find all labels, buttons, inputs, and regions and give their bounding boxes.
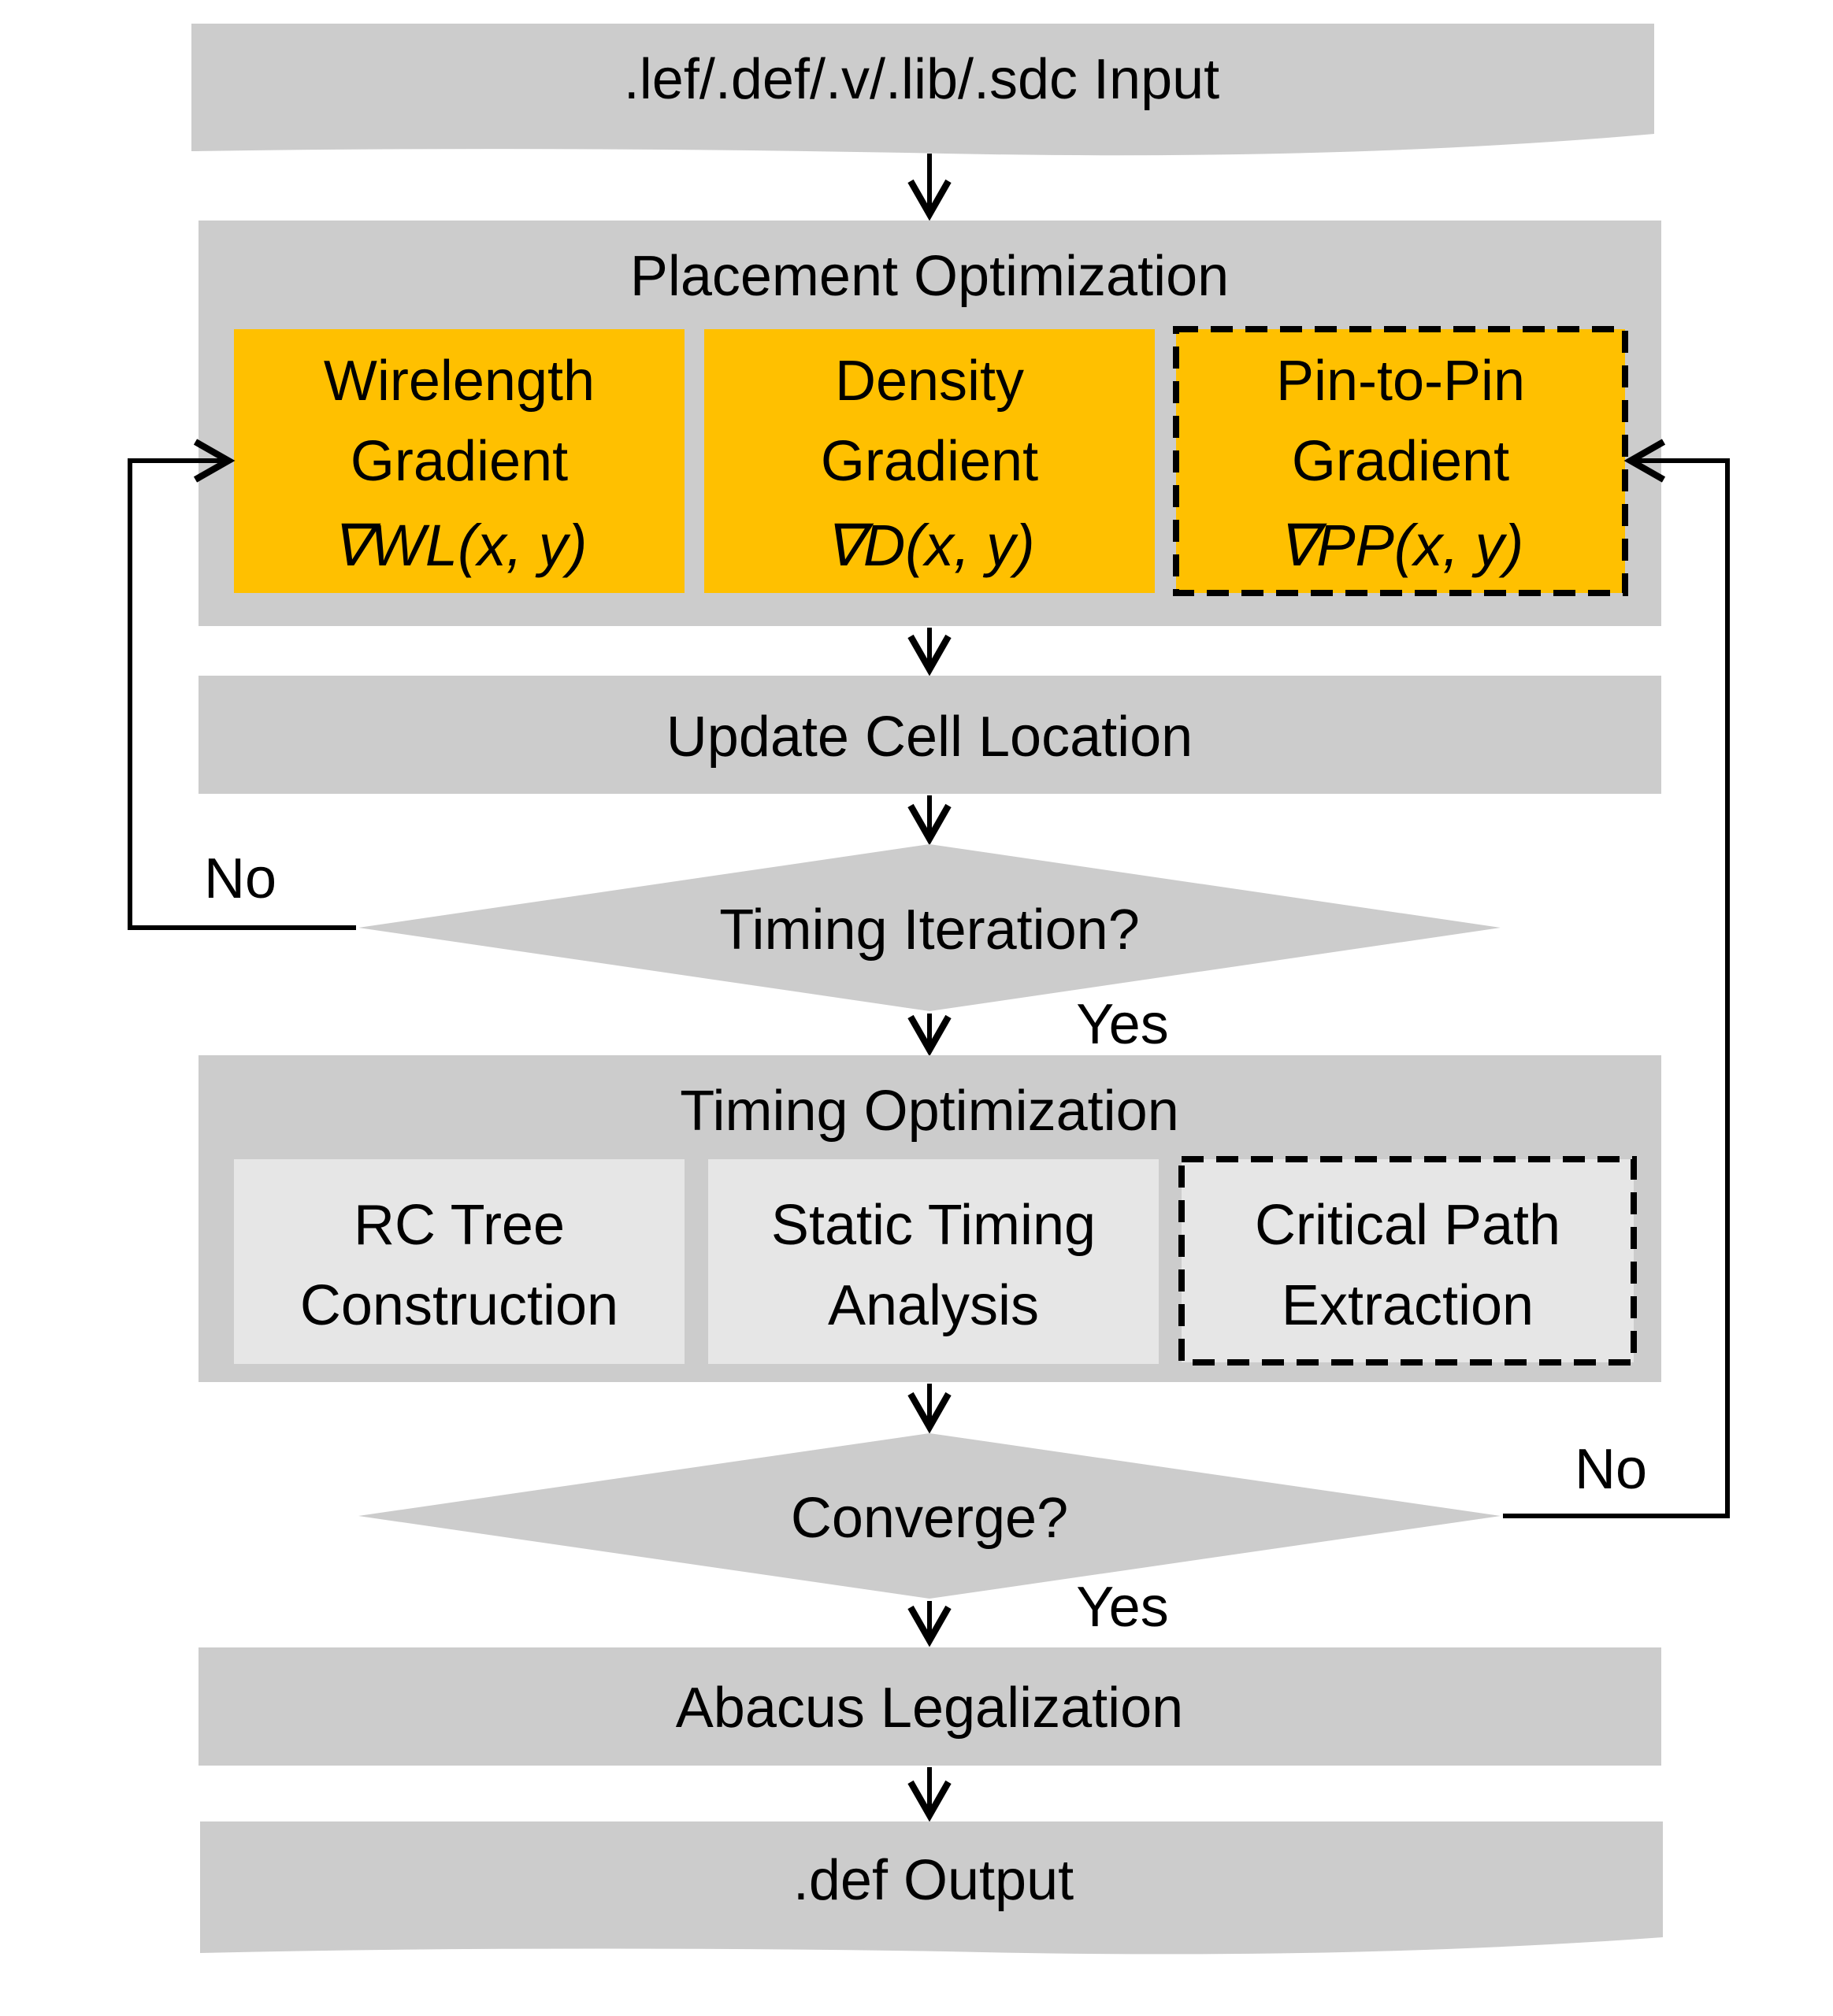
pin-to-pin-line1: Pin-to-Pin bbox=[1276, 350, 1525, 413]
density-gradient-box bbox=[704, 329, 1155, 593]
density-line2: Gradient bbox=[821, 430, 1038, 493]
arrow-iteration-no-loop bbox=[128, 439, 356, 930]
pin-to-pin-gradient-box bbox=[1173, 326, 1628, 596]
pin-to-pin-line2: Gradient bbox=[1292, 430, 1509, 493]
wirelength-gradient-box bbox=[234, 329, 685, 593]
timing-iteration-yes-label: Yes bbox=[1076, 993, 1168, 1056]
converge-label: Converge? bbox=[791, 1487, 1068, 1550]
legalization-label: Abacus Legalization bbox=[676, 1677, 1183, 1740]
update-label: Update Cell Location bbox=[666, 706, 1193, 769]
wirelength-formula: ∇WL(x, y) bbox=[332, 513, 588, 578]
timing-title: Timing Optimization bbox=[680, 1080, 1179, 1143]
converge-yes-label: Yes bbox=[1076, 1576, 1168, 1639]
critical-path-box bbox=[1178, 1156, 1637, 1366]
sta-line1: Static Timing bbox=[771, 1194, 1096, 1257]
input-box bbox=[191, 24, 1654, 156]
rc-tree-line2: Construction bbox=[300, 1274, 618, 1337]
converge-diamond bbox=[358, 1433, 1501, 1599]
placement-title: Placement Optimization bbox=[630, 245, 1229, 308]
timing-iteration-diamond bbox=[358, 844, 1501, 1011]
timing-iteration-label: Timing Iteration? bbox=[719, 899, 1140, 962]
rc-tree-box bbox=[234, 1159, 685, 1364]
output-label: .def Output bbox=[793, 1849, 1074, 1912]
critical-path-line1: Critical Path bbox=[1255, 1194, 1560, 1257]
sta-line2: Analysis bbox=[828, 1274, 1039, 1337]
abacus-legalization-box bbox=[199, 1647, 1661, 1766]
timing-iteration-no-label: No bbox=[204, 847, 276, 910]
input-label: .lef/.def/.v/.lib/.sdc Input bbox=[624, 48, 1219, 111]
output-box bbox=[200, 1821, 1663, 1955]
converge-no-label: No bbox=[1575, 1438, 1647, 1501]
density-formula: ∇D(x, y) bbox=[824, 513, 1034, 578]
update-cell-location-box bbox=[199, 676, 1661, 794]
pin-to-pin-formula: ∇PP(x, y) bbox=[1278, 513, 1524, 578]
wirelength-line1: Wirelength bbox=[324, 350, 595, 413]
rc-tree-line1: RC Tree bbox=[354, 1194, 565, 1257]
sta-box bbox=[708, 1159, 1159, 1364]
wirelength-line2: Gradient bbox=[351, 430, 568, 493]
density-line1: Density bbox=[835, 350, 1024, 413]
arrow-converge-no-loop bbox=[1503, 439, 1730, 1518]
critical-path-line2: Extraction bbox=[1282, 1274, 1534, 1337]
